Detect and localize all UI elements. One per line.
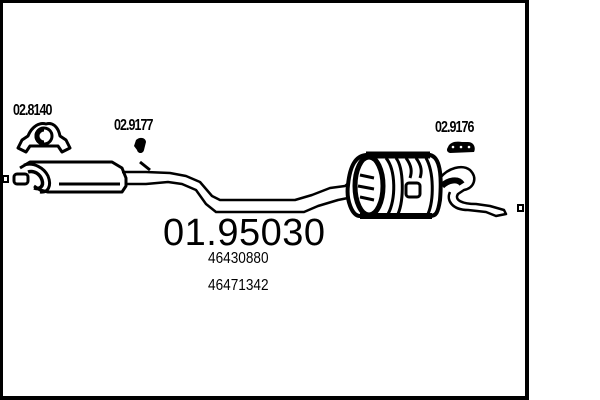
rear-connector-icon (517, 204, 524, 212)
accessory-label-02-9176: 02.9176 (435, 119, 475, 136)
main-part-number: 01.95030 (163, 212, 326, 254)
tailpipe (439, 166, 508, 218)
oe-number-1: 46430880 (208, 250, 269, 267)
front-silencer (12, 160, 128, 194)
accessory-label-02-9177: 02.9177 (114, 117, 154, 134)
rear-silencer (345, 151, 443, 219)
front-connector-icon (2, 175, 9, 183)
clamp-gasket-icon (16, 122, 72, 154)
rubber-mount-icon (134, 137, 146, 153)
rubber-hanger-icon (446, 141, 475, 153)
oe-number-2: 46471342 (208, 277, 269, 294)
accessory-label-02-8140: 02.8140 (13, 102, 53, 119)
middle-pipe (122, 160, 351, 214)
